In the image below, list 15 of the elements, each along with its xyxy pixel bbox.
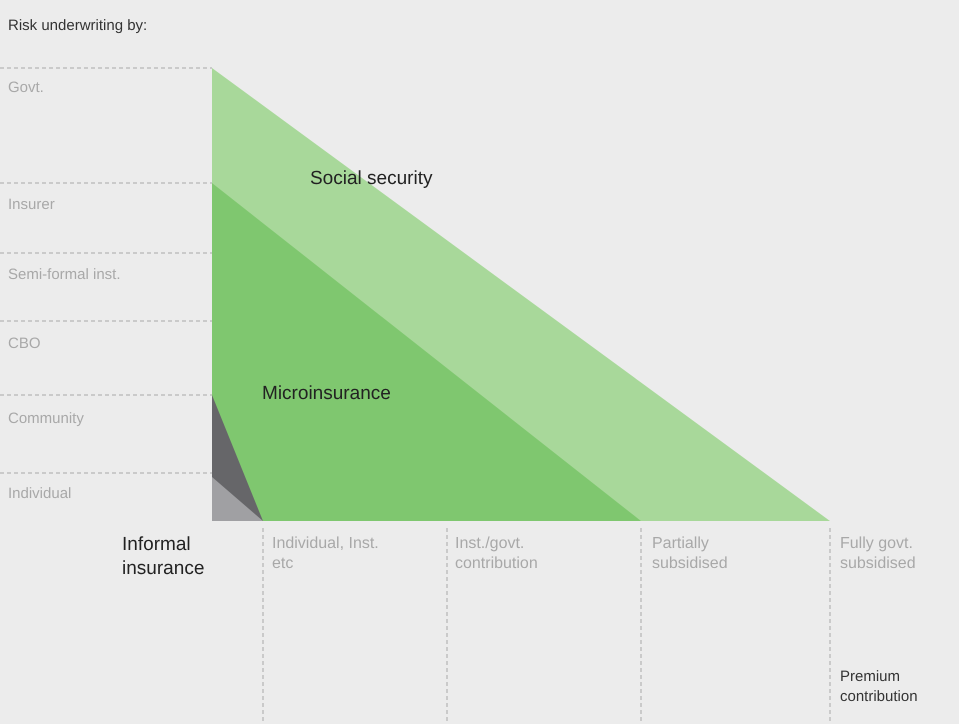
axis-category: Individual, Inst. etc xyxy=(272,534,380,574)
axis-category: Partially subsidised xyxy=(652,534,729,574)
area-label: Informal insurance xyxy=(122,533,206,581)
axis-category: Fully govt. subsidised xyxy=(840,534,917,574)
axis-category: Community xyxy=(8,409,85,429)
area-label: Social security xyxy=(310,168,432,190)
axis-title: Premium contribution xyxy=(840,667,919,707)
axis-category: Insurer xyxy=(8,195,56,215)
axis-category: Semi-formal inst. xyxy=(8,265,122,285)
axis-category: Govt. xyxy=(8,78,45,98)
axis-category: Inst./govt. contribution xyxy=(455,534,539,574)
axis-title: Risk underwriting by: xyxy=(8,16,148,36)
axis-category: CBO xyxy=(8,334,42,354)
area-label: Microinsurance xyxy=(262,383,391,405)
axis-category: Individual xyxy=(8,484,72,504)
